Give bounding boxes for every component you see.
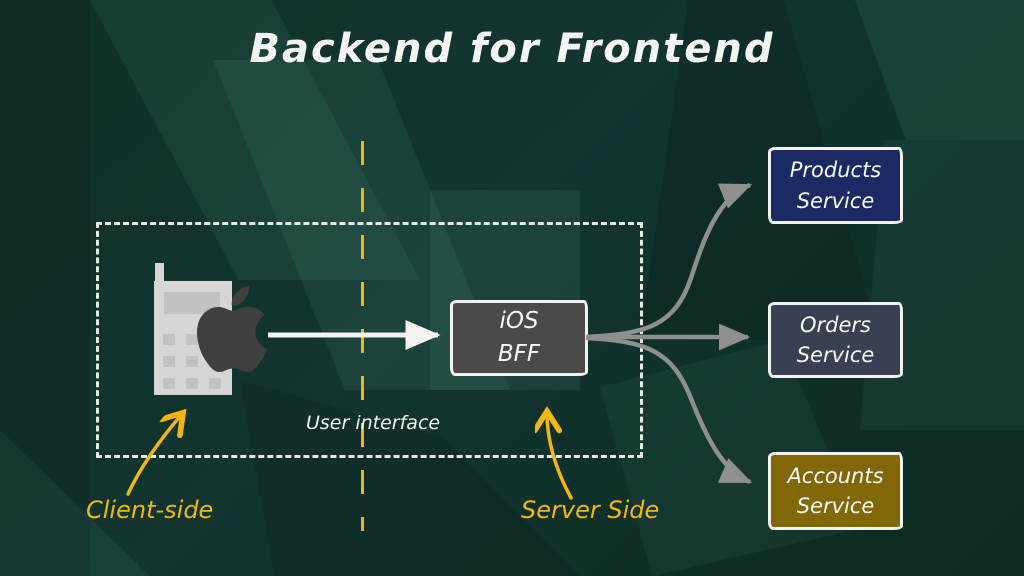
bff-line1: iOS bbox=[499, 307, 539, 334]
bff-line2: BFF bbox=[497, 341, 541, 367]
phone-key bbox=[163, 378, 175, 389]
apple-logo-icon bbox=[197, 286, 268, 372]
client-side-label: Client-side bbox=[86, 496, 214, 524]
user-interface-label: User interface bbox=[306, 412, 441, 434]
service-label: Service bbox=[796, 343, 875, 367]
page-title: Backend for Frontend bbox=[249, 26, 775, 72]
service-node-orders: Orders Service bbox=[768, 302, 903, 378]
phone-key bbox=[186, 356, 198, 367]
phone-key bbox=[186, 334, 198, 345]
client-server-divider bbox=[361, 141, 364, 531]
phone-key bbox=[209, 378, 221, 389]
phone-key bbox=[163, 334, 175, 345]
service-label: Orders bbox=[800, 312, 871, 337]
phone-screen bbox=[164, 292, 220, 314]
server-side-label: Server Side bbox=[521, 496, 660, 524]
bff-node: iOS BFF bbox=[450, 300, 588, 376]
background-texture bbox=[0, 0, 90, 576]
service-label: Service bbox=[796, 188, 875, 213]
service-node-accounts: Accounts Service bbox=[768, 452, 903, 530]
service-label: Products bbox=[789, 158, 882, 183]
service-node-products: Products Service bbox=[768, 147, 903, 224]
phone-antenna bbox=[155, 263, 164, 285]
phone-key bbox=[163, 356, 175, 367]
service-label: Service bbox=[796, 494, 875, 518]
service-label: Accounts bbox=[787, 463, 884, 488]
phone-key bbox=[186, 378, 198, 389]
